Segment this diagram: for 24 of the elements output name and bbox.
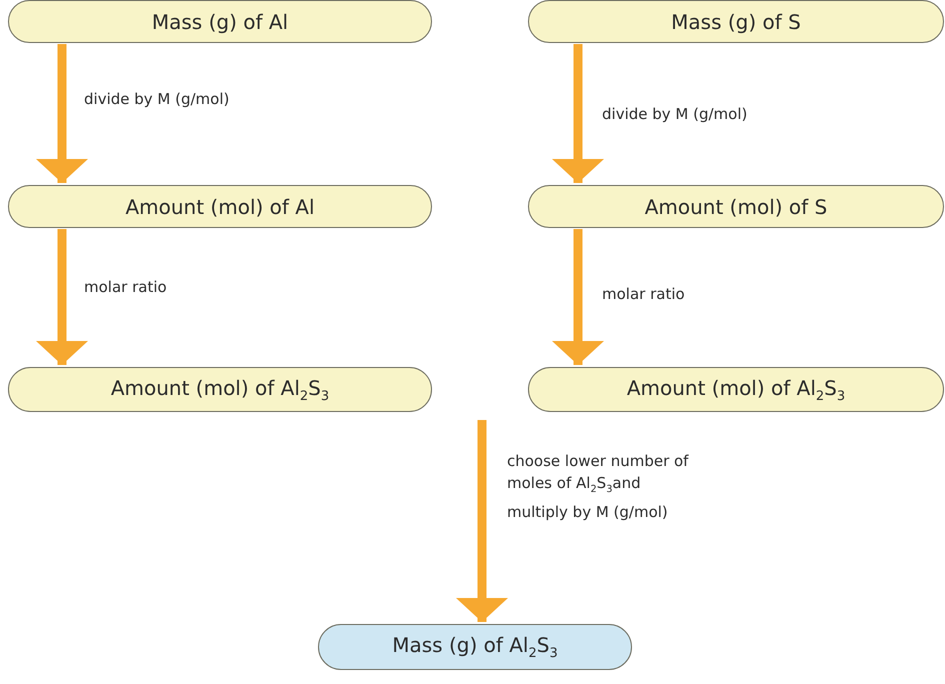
arrow (36, 229, 88, 365)
edge-label: divide by M (g/mol) (602, 104, 748, 125)
node-label: Mass (g) of Al (152, 10, 288, 34)
arrow (552, 229, 604, 365)
edge-label: choose lower number of moles of Al$_{2}$S$_{3}$and multiply by M (g/mol) (507, 451, 690, 523)
arrow (552, 44, 604, 183)
rounded-box (528, 185, 944, 228)
node-label: Amount (mol) of Al$_{2}$S$_{3}$ (110, 376, 330, 404)
node-label: Mass (g) of S (671, 10, 801, 34)
node-label: Amount (mol) of S (644, 194, 828, 218)
node-label: Amount (mol) of Al$_{2}$S$_{3}$ (626, 376, 846, 404)
rounded-box (528, 367, 944, 412)
node-label: Amount (mol) of Al (125, 194, 315, 218)
rounded-box (528, 0, 944, 43)
arrow (36, 44, 88, 183)
rounded-box (8, 367, 432, 412)
rounded-box (318, 624, 632, 670)
node-label: Mass (g) of Al$_{2}$S$_{3}$ (392, 633, 558, 661)
edge-label: molar ratio (84, 277, 168, 298)
rounded-box (8, 185, 432, 228)
edge-label: divide by M (g/mol) (84, 89, 230, 110)
arrow (456, 420, 508, 622)
edge-label: molar ratio (602, 284, 686, 305)
rounded-box (8, 0, 432, 43)
